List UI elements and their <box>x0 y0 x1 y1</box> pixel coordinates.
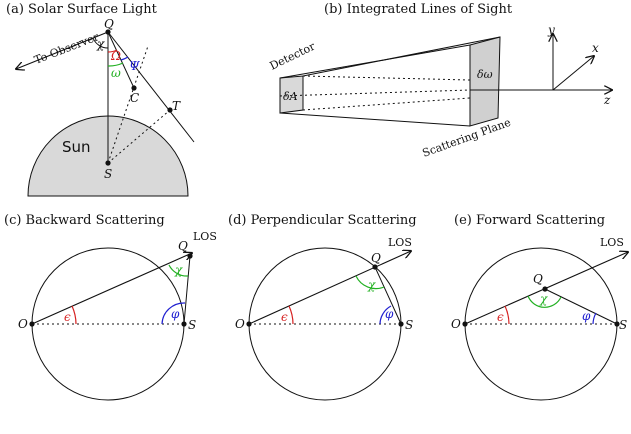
point-O-c <box>29 321 35 327</box>
frustum-edge-top2 <box>302 36 501 77</box>
panel-b: (b) Integrated Lines of Sight Detector δ… <box>268 2 612 160</box>
los-label-d: LOS <box>388 236 412 249</box>
epsilon-arc-c <box>71 305 77 325</box>
label-T: T <box>172 99 181 113</box>
frustum-hidden-3 <box>279 89 471 97</box>
axis-z-label: z <box>603 93 611 107</box>
los-label-e: LOS <box>600 236 624 249</box>
caption-e: (e) Forward Scattering <box>454 213 605 228</box>
epsilon-label-c: ϵ <box>64 310 71 324</box>
delta-A-label: δA <box>283 90 298 103</box>
line-S-Q-d <box>374 266 402 325</box>
label-Q-e: Q <box>533 272 543 286</box>
axis-x-label: x <box>592 41 599 55</box>
los-label-c: LOS <box>193 230 217 243</box>
point-Q-e <box>542 286 548 292</box>
label-S-c: S <box>188 318 196 332</box>
phi-label-e: φ <box>582 309 591 323</box>
chi-arc-c <box>168 264 189 277</box>
label-S: S <box>104 167 112 181</box>
scattering-plane-label: Scattering Plane <box>421 116 513 160</box>
label-S-d: S <box>405 318 413 332</box>
axis-x <box>552 56 594 91</box>
detector-label: Detector <box>268 39 318 72</box>
delta-omega-label: δω <box>477 68 493 81</box>
phi-arc-d <box>379 305 392 325</box>
point-C <box>131 85 137 91</box>
chi-arc <box>92 37 109 49</box>
sun-label: Sun <box>62 138 91 156</box>
dotted-S-T <box>107 109 171 164</box>
phi-arc-c <box>161 302 186 325</box>
panel-e: (e) Forward Scattering ϵ χ φ O S Q LOS <box>451 213 628 401</box>
point-O-d <box>246 321 252 327</box>
line-S-Q-c <box>183 255 191 325</box>
epsilon-arc-d <box>288 305 294 325</box>
label-Q: Q <box>104 17 114 31</box>
panel-c: (c) Backward Scattering ϵ χ φ O S Q LOS <box>4 213 217 401</box>
point-S <box>105 160 111 166</box>
caption-a: (a) Solar Surface Light <box>6 2 158 17</box>
axis-y-label: y <box>547 23 555 37</box>
label-C: C <box>130 91 139 105</box>
point-S-c <box>181 321 187 327</box>
chi-label-c: χ <box>174 263 183 277</box>
scattering-plane-face <box>469 36 501 127</box>
frustum-edge-mid <box>303 110 470 126</box>
label-O-c: O <box>18 317 28 331</box>
to-observer-label: To Observer <box>32 30 101 67</box>
epsilon-label-d: ϵ <box>281 310 288 324</box>
point-Q <box>105 29 111 35</box>
frustum-hidden-2 <box>302 97 471 111</box>
point-S-d <box>398 321 404 327</box>
point-Q-c <box>187 253 193 259</box>
label-Q-d: Q <box>371 251 381 265</box>
chi-arc-e <box>527 295 562 308</box>
phi-label-d: φ <box>385 307 394 321</box>
frustum-edge-bottom <box>279 112 471 127</box>
point-Q-d <box>372 264 378 270</box>
label-O-e: O <box>451 317 461 331</box>
label-S-e: S <box>619 318 627 332</box>
tangent-line <box>107 31 195 143</box>
panel-d: (d) Perpendicular Scattering ϵ χ φ O S Q… <box>228 213 417 401</box>
phi-arc-e <box>592 312 597 325</box>
frustum-hidden-1 <box>302 75 471 81</box>
point-O-e <box>462 321 468 327</box>
epsilon-arc-e <box>504 305 510 325</box>
omega-arc <box>107 62 124 67</box>
chi-label: χ <box>96 37 105 51</box>
psi-label: Ψ <box>129 59 140 73</box>
los-c <box>31 253 192 325</box>
chi-label-d: χ <box>367 278 376 292</box>
dotted-S-C <box>107 45 149 164</box>
omega-cap-arc <box>107 49 118 53</box>
epsilon-label-e: ϵ <box>497 310 504 324</box>
omega-label: ω <box>111 66 121 80</box>
label-O-d: O <box>235 317 245 331</box>
point-T <box>167 107 173 113</box>
chi-arc-d <box>355 275 385 290</box>
los-d <box>248 251 411 325</box>
label-Q-c: Q <box>178 239 188 253</box>
caption-c: (c) Backward Scattering <box>4 213 165 228</box>
caption-d: (d) Perpendicular Scattering <box>228 213 417 228</box>
psi-arc <box>120 56 129 61</box>
phi-label-c: φ <box>171 307 180 321</box>
line-S-Q-e <box>544 288 618 325</box>
panel-a: (a) Solar Surface Light Sun To Observer … <box>6 2 195 197</box>
caption-b: (b) Integrated Lines of Sight <box>324 2 513 17</box>
omega-cap-label: Ω <box>110 49 121 63</box>
point-S-e <box>614 321 620 327</box>
chi-label-e: χ <box>539 292 548 306</box>
